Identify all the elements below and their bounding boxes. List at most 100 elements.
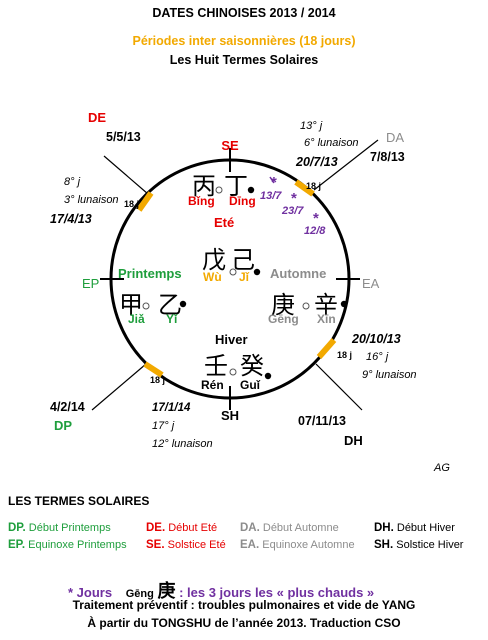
footer-hot-days-line: * Jours Gēng 庚 : les 3 jours les « plus …	[68, 577, 374, 603]
legend-label-sh: Solstice Hiver	[396, 539, 464, 551]
yang-dot-xin	[340, 300, 348, 308]
footer-hot-text: : les 3 jours les « plus chauds »	[179, 585, 375, 600]
stem-geng-char: 庚	[271, 291, 295, 319]
legend-label-se: Solstice Eté	[167, 539, 226, 551]
legend-item-se: SE. Solstice Eté	[146, 539, 226, 551]
legend-code-dh: DH.	[374, 522, 394, 534]
leader-dp	[91, 363, 147, 411]
stem-jia-char: 甲	[119, 291, 143, 319]
inter-season-arc-summer	[294, 179, 315, 197]
hot-day-3: 12/8	[304, 225, 326, 237]
hot-day-mark	[269, 176, 275, 184]
legend-item-dp: DP. Début Printemps	[8, 522, 111, 534]
legend-code-de: DE.	[146, 522, 166, 534]
legend-code-se: SE.	[146, 539, 165, 551]
winter-date: 17/1/14	[152, 402, 191, 414]
legend-label-ep: Equinoxe Printemps	[28, 539, 127, 551]
page-subtitle-2: Les Huit Termes Solaires	[169, 53, 319, 67]
stem-yi-char: 乙	[158, 291, 182, 319]
stem-bing-char: 丙	[192, 172, 216, 200]
stem-ding-char: 丁	[224, 172, 248, 200]
date-da: 7/8/13	[370, 150, 405, 164]
legend-code-ep: EP.	[8, 539, 26, 551]
footer-geng-char: 庚	[157, 581, 176, 602]
legend-item-ea: EA. Equinoxe Automne	[240, 539, 355, 551]
page-subtitle: Périodes inter saisonnières (18 jours)	[132, 34, 356, 48]
legend-item-dh: DH. Début Hiver	[374, 522, 455, 534]
winter-length: 18 j	[150, 375, 166, 385]
legend-label-ea: Equinoxe Automne	[262, 539, 355, 551]
yin-dot-wu	[229, 268, 237, 276]
summer-day: 13° j	[300, 120, 323, 132]
hot-day-star-2: *	[291, 190, 297, 207]
autumn-date: 20/10/13	[352, 332, 401, 346]
season-spring: Printemps	[118, 266, 182, 281]
term-se: SE	[221, 138, 239, 153]
term-da: DA	[386, 130, 405, 145]
yin-dot-jia	[142, 302, 150, 310]
hot-day-star-1: *	[271, 174, 277, 191]
author-signature: AG	[434, 462, 450, 474]
term-sh: SH	[220, 408, 240, 423]
footer-geng-pinyin: Gēng	[125, 588, 154, 600]
season-autumn: Automne	[270, 266, 327, 281]
winter-lunation: 12° lunaison	[152, 438, 213, 450]
leader-dh	[315, 363, 363, 411]
leader-da	[313, 139, 379, 191]
spring-day: 8° j	[64, 176, 81, 188]
stem-ding-pinyin: Dīng	[229, 194, 256, 208]
hot-day-2: 23/7	[282, 205, 304, 217]
footer-source: À partir du TONGSHU de l’année 2013. Tra…	[87, 616, 401, 630]
spring-date: 17/4/13	[50, 212, 92, 226]
term-ep: EP	[82, 276, 100, 291]
stem-geng-pinyin: Gēng	[268, 312, 299, 326]
summer-lunation: 6° lunaison	[304, 137, 359, 149]
summer-date: 20/7/13	[296, 155, 338, 169]
stem-ren-pinyin: Rén	[201, 378, 224, 392]
summer-length: 18 j	[306, 181, 322, 191]
legend-code-dp: DP.	[8, 522, 26, 534]
stem-gui-pinyin: Guǐ	[240, 378, 260, 392]
footer-star-jours: * Jours	[68, 585, 113, 600]
stem-ren-char: 壬	[204, 352, 228, 380]
inter-season-arc-autumn	[316, 338, 337, 359]
date-dp: 4/2/14	[50, 400, 85, 414]
yin-dot-geng	[302, 302, 310, 310]
autumn-lunation: 9° lunaison	[362, 369, 417, 381]
legend-label-de: Début Eté	[168, 522, 218, 534]
legend-item-sh: SH. Solstice Hiver	[374, 539, 463, 551]
stem-ji-char: 己	[231, 246, 255, 274]
legend-label-dh: Début Hiver	[396, 522, 455, 534]
stem-gui-char: 癸	[240, 352, 264, 380]
term-ea: EA	[362, 276, 380, 291]
yang-dot-yi	[179, 300, 187, 308]
legend-item-da: DA. Début Automne	[240, 522, 339, 534]
yin-dot-bing	[215, 186, 223, 194]
legend-item-de: DE. Début Eté	[146, 522, 217, 534]
season-winter: Hiver	[215, 332, 248, 347]
stem-jia-pinyin: Jiǎ	[128, 312, 145, 326]
stem-wu-char: 戊	[202, 246, 226, 274]
term-de: DE	[88, 110, 107, 125]
autumn-day: 16° j	[366, 351, 389, 363]
legend-code-ea: EA.	[240, 539, 260, 551]
stem-ji-pinyin: Jǐ	[239, 270, 250, 284]
stem-xin-char: 辛	[314, 291, 338, 319]
date-de: 5/5/13	[106, 130, 141, 144]
legend-label-dp: Début Printemps	[28, 522, 111, 534]
legend-title: LES TERMES SOLAIRES	[8, 494, 150, 508]
hot-day-1: 13/7	[260, 190, 282, 202]
spring-length: 18 j	[124, 199, 140, 209]
yang-dot-ding	[247, 186, 255, 194]
date-dh: 07/11/13	[298, 414, 346, 428]
term-dp: DP	[54, 418, 73, 433]
season-summer: Eté	[214, 215, 235, 230]
inter-season-arc-winter	[143, 361, 164, 378]
yang-dot-ji	[253, 268, 261, 276]
yin-dot-ren	[229, 368, 237, 376]
inter-season-arc-spring	[136, 191, 154, 212]
spring-lunation: 3° lunaison	[64, 194, 119, 206]
stem-bing-pinyin: Bǐng	[188, 194, 215, 208]
legend-code-da: DA.	[240, 522, 260, 534]
